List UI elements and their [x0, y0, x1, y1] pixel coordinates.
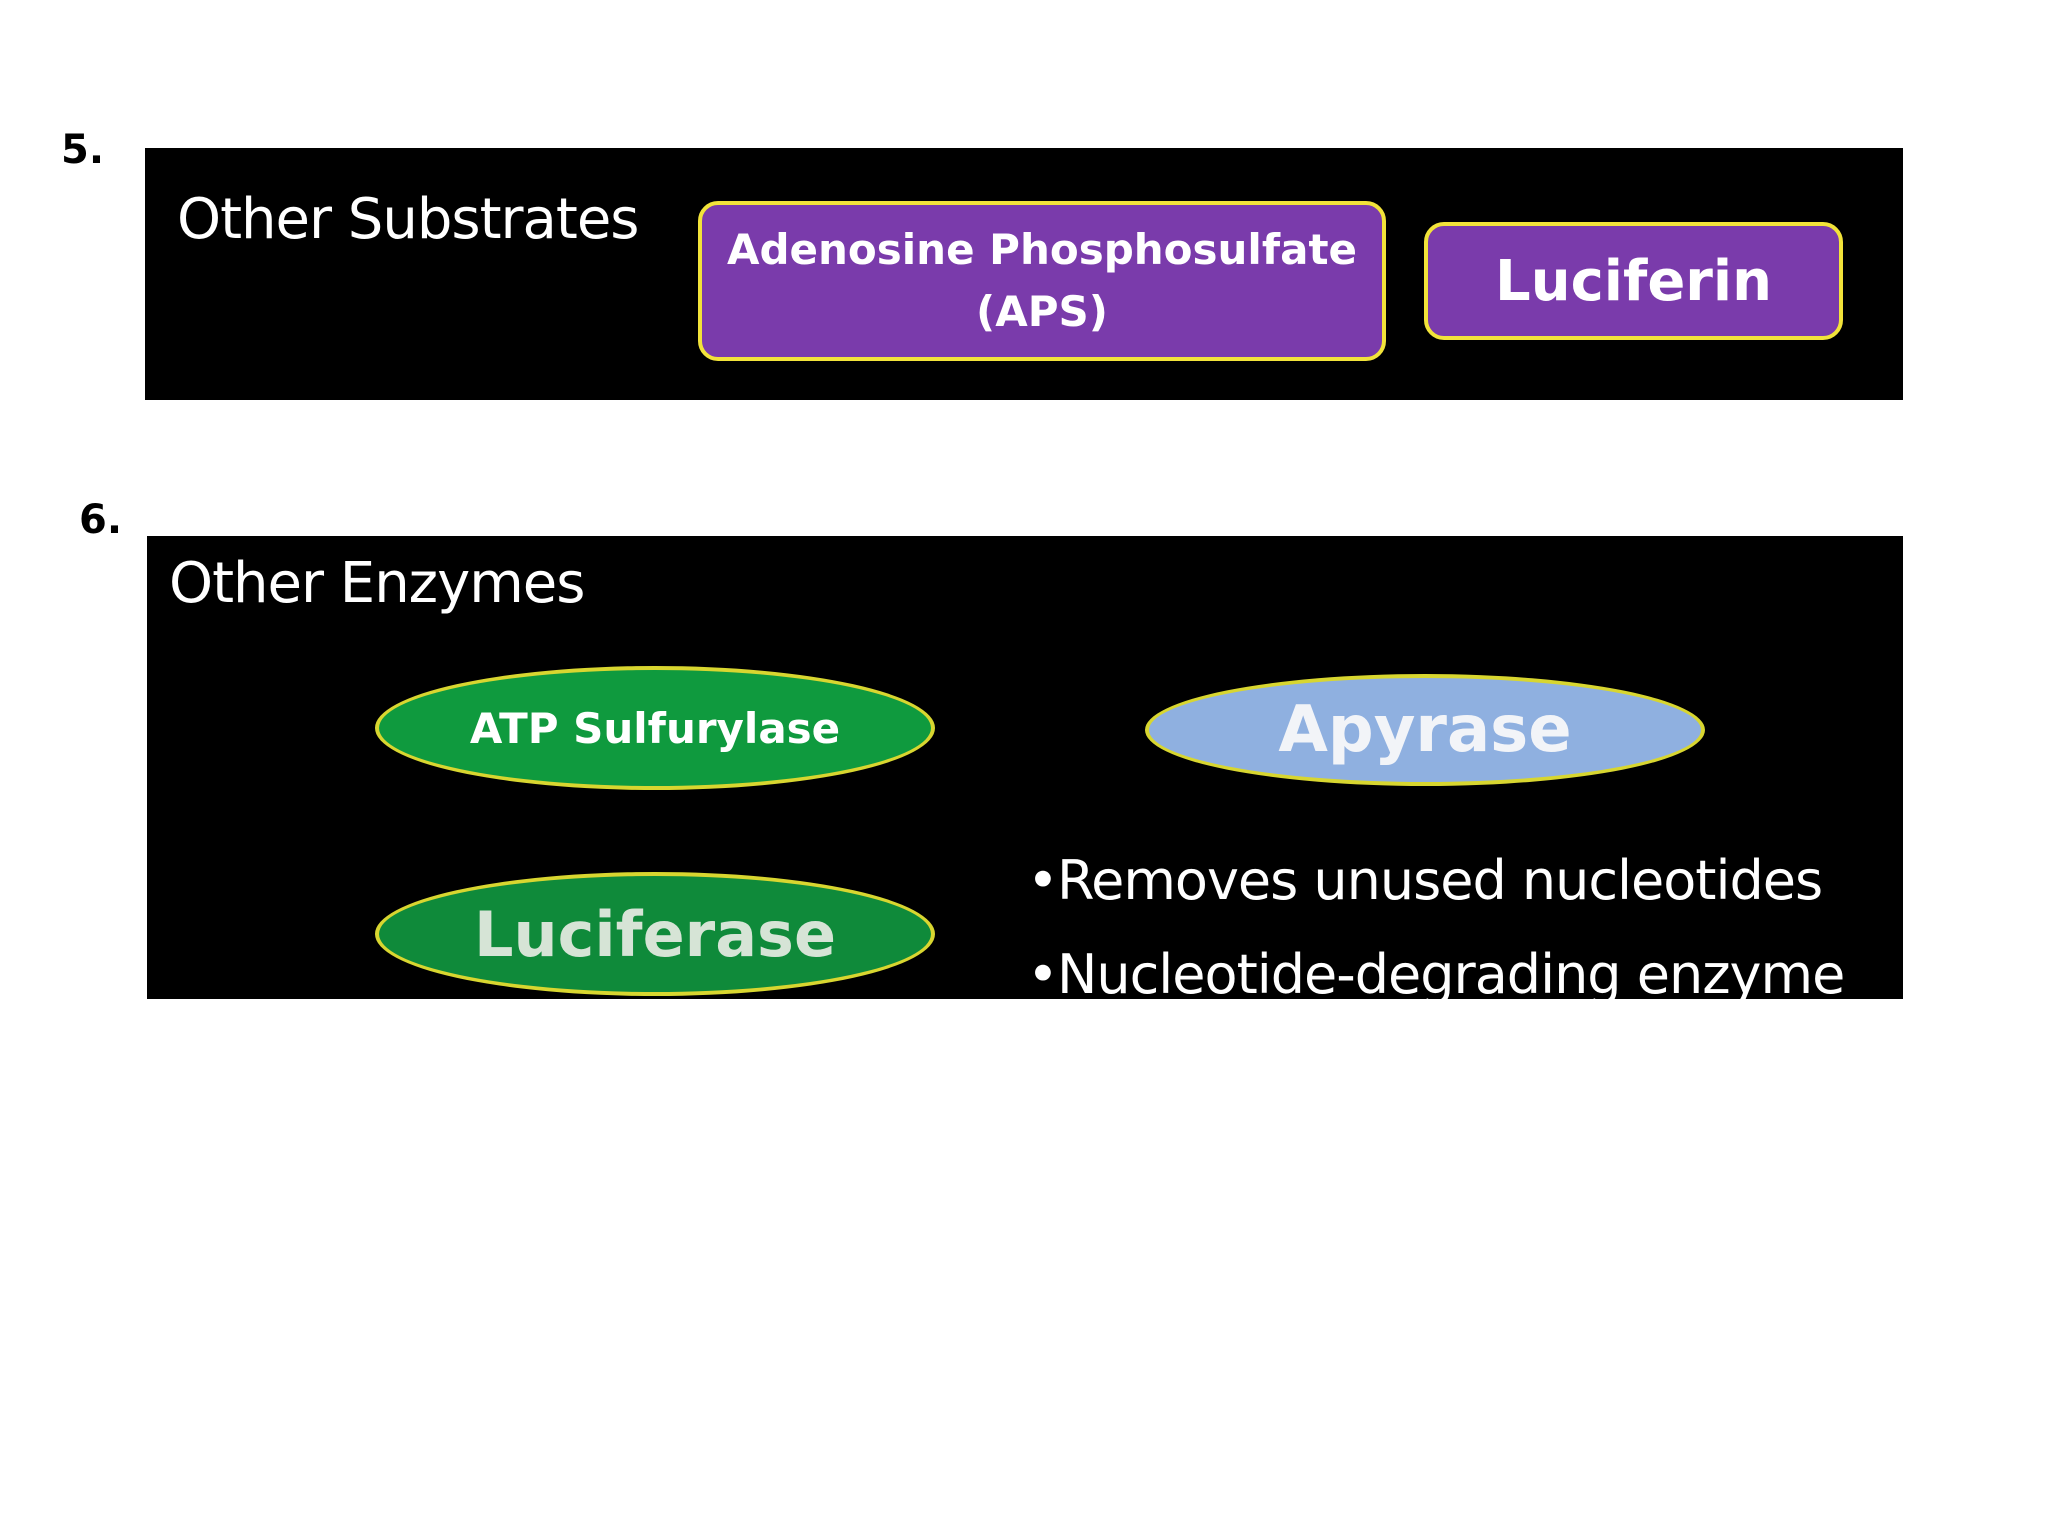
bullet-dot-icon: •	[1027, 849, 1059, 912]
luciferin-box: Luciferin	[1424, 222, 1843, 340]
apyrase-bullet-list: •Removes unused nucleotides •Nucleotide-…	[1027, 834, 1845, 999]
other-enzymes-title: Other Enzymes	[169, 551, 585, 616]
apyrase-ellipse: Apyrase	[1145, 674, 1705, 786]
section-number-5: 5.	[61, 127, 105, 173]
other-enzymes-panel: Other Enzymes ATP Sulfurylase Luciferase…	[147, 536, 1903, 999]
other-substrates-panel: Other Substrates Adenosine Phosphosulfat…	[145, 148, 1903, 400]
bullet-item: •Nucleotide-degrading enzyme	[1027, 928, 1845, 999]
bullet-text: Nucleotide-degrading enzyme	[1057, 943, 1845, 999]
luciferase-ellipse: Luciferase	[375, 872, 935, 996]
bullet-dot-icon: •	[1027, 943, 1059, 999]
atp-sulfurylase-ellipse: ATP Sulfurylase	[375, 666, 935, 790]
section-number-6: 6.	[79, 497, 123, 543]
adenosine-phosphosulfate-box: Adenosine Phosphosulfate (APS)	[698, 201, 1386, 361]
bullet-text: Removes unused nucleotides	[1057, 849, 1823, 912]
other-substrates-title: Other Substrates	[177, 187, 639, 252]
bullet-item: •Removes unused nucleotides	[1027, 834, 1844, 928]
